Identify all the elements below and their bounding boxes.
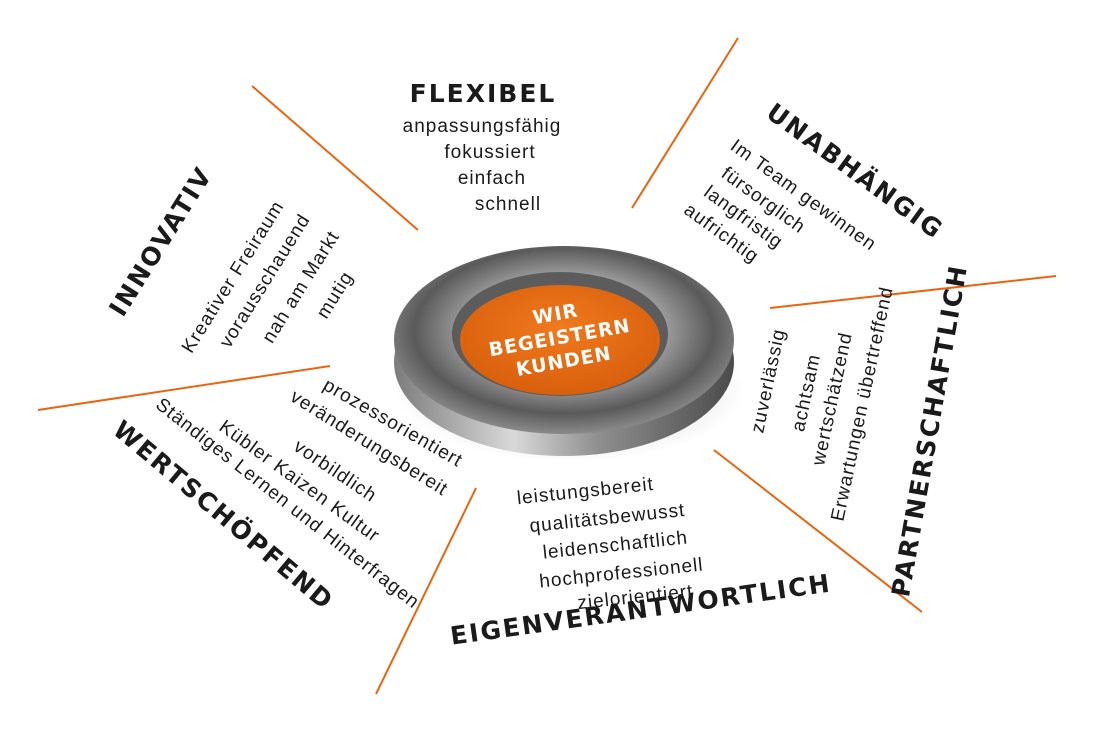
center-ring: WIR BEGEISTERN KUNDEN	[394, 246, 745, 462]
divider-line	[713, 449, 923, 613]
section-partnerschaftlich: PARTNERSCHAFTLICH	[886, 262, 973, 599]
section-heading: FLEXIBEL	[410, 79, 557, 108]
divider-line	[631, 37, 739, 209]
section-item: fokussiert	[444, 142, 535, 163]
section-flexibel: FLEXIBEL anpassungsfähig fokussiert einf…	[403, 79, 562, 215]
section-innovativ-items: Kreativer Freiraum vorausschauend nah am…	[178, 197, 358, 357]
section-eigenverantwortlich-items: leistungsbereit qualitätsbewusst leidens…	[516, 474, 705, 614]
divider-line	[769, 275, 1057, 309]
divider-line	[251, 85, 419, 231]
section-item: leistungsbereit	[516, 474, 655, 509]
section-partnerschaftlich-items: zuverlässig achtsam wertschätzend Erwart…	[747, 285, 897, 523]
section-innovativ: INNOVATIV	[103, 162, 218, 322]
section-item: zuverlässig	[747, 327, 790, 435]
section-item: einfach	[458, 168, 526, 189]
section-item: schnell	[475, 194, 541, 215]
section-item: anpassungsfähig	[403, 116, 562, 137]
divider-line	[37, 365, 331, 411]
section-heading: PARTNERSCHAFTLICH	[886, 262, 973, 599]
orange-core	[460, 285, 660, 395]
section-heading: INNOVATIV	[103, 162, 218, 322]
divider-line	[375, 487, 477, 695]
divider-lines	[37, 37, 1057, 695]
